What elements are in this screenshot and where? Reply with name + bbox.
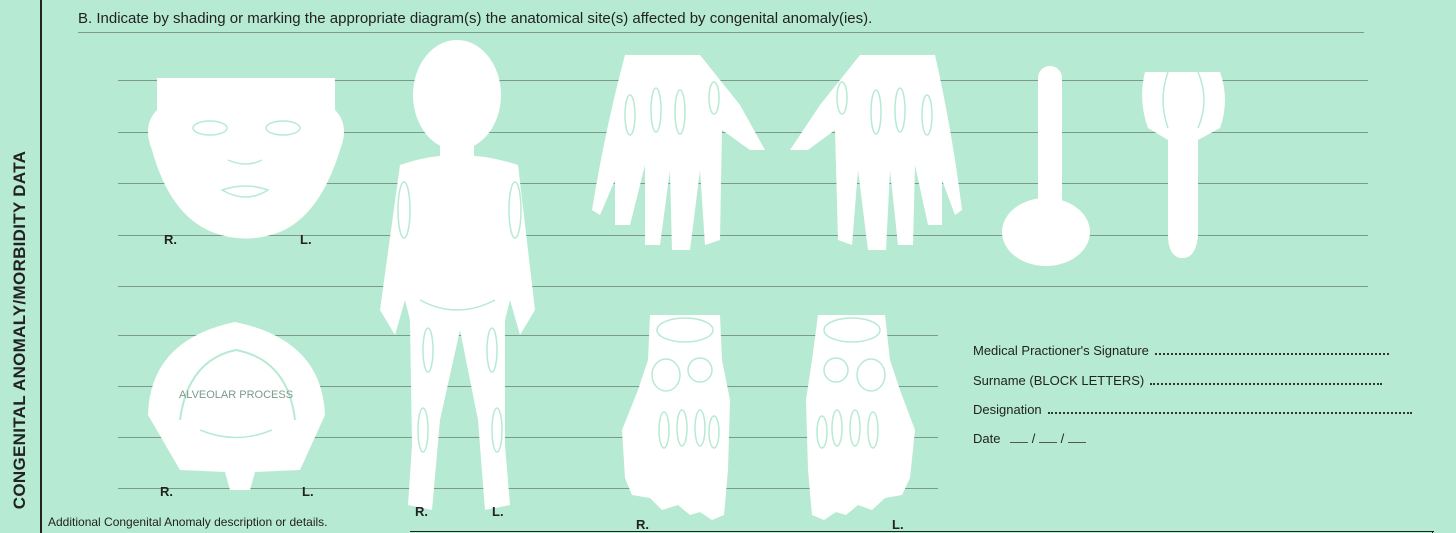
hand-right-diagram[interactable] [790, 55, 962, 250]
date-year-field[interactable] [1068, 442, 1086, 443]
face-left-label: L. [300, 232, 312, 247]
practitioner-signature-label: Medical Practioner's Signature [973, 343, 1149, 358]
date-separator: / [1032, 431, 1036, 446]
additional-details-label: Additional Congenital Anomaly descriptio… [48, 515, 328, 529]
face-diagram[interactable] [148, 78, 344, 239]
practitioner-signature-row[interactable]: Medical Practioner's Signature [973, 343, 1389, 358]
date-month-field[interactable] [1039, 442, 1057, 443]
palate-arch-label: ALVEOLAR PROCESS [179, 389, 293, 401]
surname-field[interactable] [1150, 382, 1382, 385]
body-left-label: L. [492, 504, 504, 519]
designation-row[interactable]: Designation [973, 402, 1412, 417]
additional-details-field[interactable] [410, 531, 1434, 532]
body-diagram[interactable] [380, 40, 535, 510]
hand-left-diagram[interactable] [592, 55, 765, 250]
foot-left-label: L. [892, 517, 904, 532]
designation-label: Designation [973, 402, 1042, 417]
practitioner-signature-field[interactable] [1155, 352, 1389, 355]
male-genital-diagram[interactable] [1002, 66, 1090, 266]
body-right-label: R. [415, 504, 428, 519]
palate-left-label: L. [302, 484, 314, 499]
face-right-label: R. [164, 232, 177, 247]
foot-left-diagram[interactable] [622, 315, 730, 520]
palate-right-label: R. [160, 484, 173, 499]
date-separator: / [1061, 431, 1065, 446]
date-label: Date [973, 431, 1000, 446]
date-day-field[interactable] [1010, 442, 1028, 443]
foot-right-label: R. [636, 517, 649, 532]
surname-label: Surname (BLOCK LETTERS) [973, 373, 1144, 388]
designation-field[interactable] [1048, 411, 1412, 414]
foot-right-diagram[interactable] [806, 315, 915, 520]
palate-diagram[interactable]: ALVEOLAR PROCESS [148, 322, 325, 490]
surname-row[interactable]: Surname (BLOCK LETTERS) [973, 373, 1382, 388]
penis-side-diagram[interactable] [1142, 72, 1225, 258]
date-row[interactable]: Date / / [973, 431, 1086, 446]
